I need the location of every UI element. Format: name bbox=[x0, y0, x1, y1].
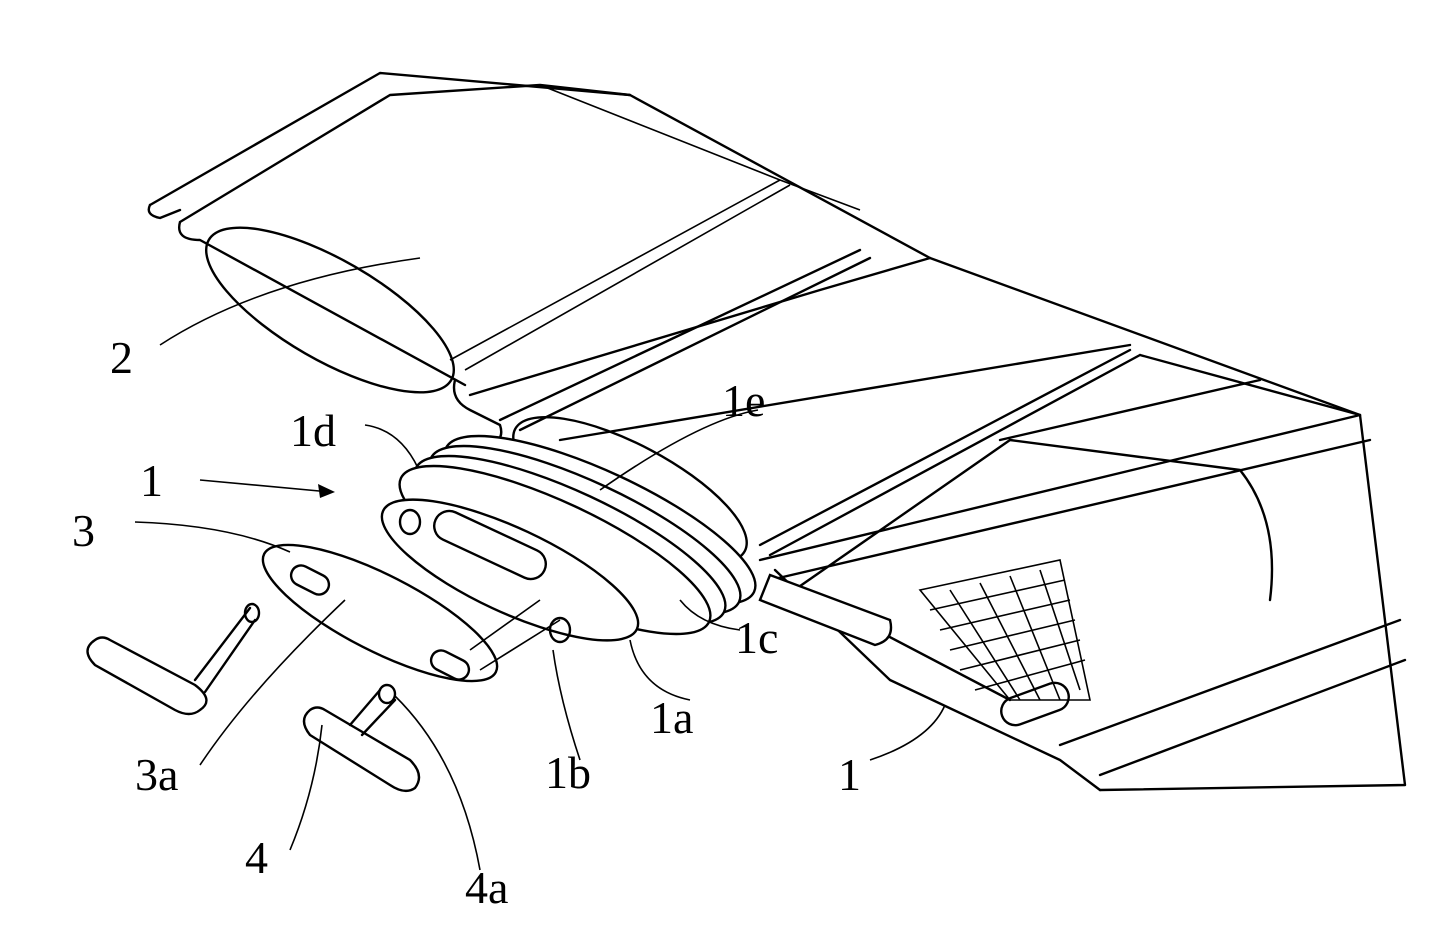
middle-slat bbox=[498, 248, 1362, 557]
lower-slat-1 bbox=[758, 378, 1372, 602]
upper-slat-2 bbox=[147, 83, 932, 397]
pin-upper bbox=[86, 602, 261, 716]
label-1c: 1c bbox=[735, 612, 779, 663]
label-1a: 1a bbox=[650, 692, 694, 743]
slat-2-hollow bbox=[205, 226, 455, 394]
label-4a: 4a bbox=[465, 862, 509, 913]
label-4: 4 bbox=[245, 832, 268, 883]
leader-lines bbox=[134, 257, 946, 871]
end-cap-1 bbox=[380, 434, 757, 644]
label-1-slat: 1 bbox=[838, 749, 861, 800]
label-3a: 3a bbox=[135, 749, 179, 800]
label-3: 3 bbox=[72, 505, 95, 556]
plate-3 bbox=[261, 543, 561, 683]
label-2: 2 bbox=[110, 332, 133, 383]
end-plug-slot bbox=[1000, 681, 1070, 727]
label-1e: 1e bbox=[722, 375, 766, 426]
slat-2-seam bbox=[449, 84, 861, 371]
arrow-head-icon bbox=[318, 484, 335, 498]
pin-lower-4 bbox=[302, 683, 421, 793]
label-1d: 1d bbox=[290, 405, 336, 456]
label-1b: 1b bbox=[545, 747, 591, 798]
lower-slat-edge bbox=[773, 568, 1407, 792]
label-1-arrow: 1 bbox=[140, 455, 163, 506]
lower-slat-sealing bbox=[758, 573, 893, 647]
mesh-insert bbox=[918, 559, 1091, 701]
